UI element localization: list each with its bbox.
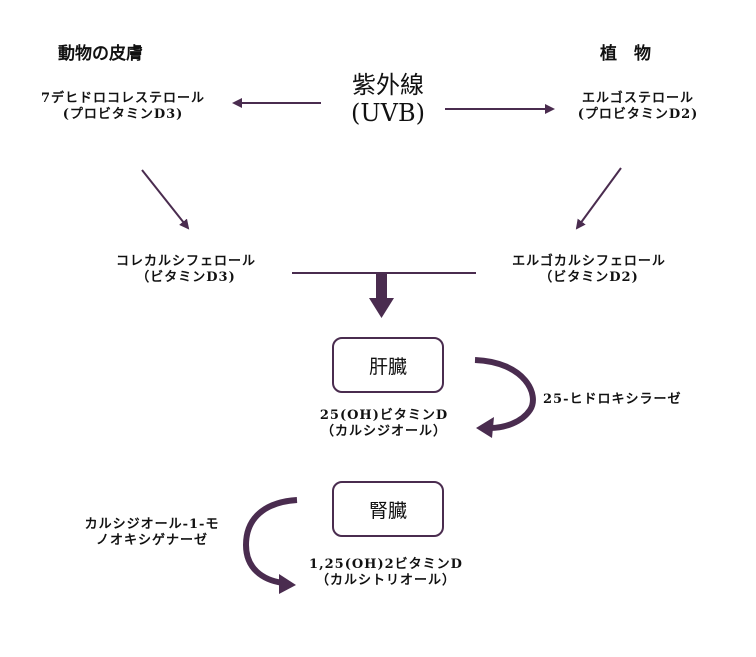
provitamin-d3-label: 7デヒドロコレステロール (プロビタミンD3) <box>24 91 222 124</box>
uvb-source-label: 紫外線 (UVB) <box>338 71 438 127</box>
header-plants: 植 物 <box>600 44 651 64</box>
vitamin-d2-name: エルゴカルシフェロール <box>512 254 666 269</box>
kidney-enzyme-line2: ノオキシゲナーゼ <box>95 533 208 549</box>
kidney-product-label: 1,25(OH)2ビタミンD （カルシトリオール） <box>296 557 476 590</box>
liver-product-label: 25(OH)ビタミンD （カルシジオール） <box>304 408 464 441</box>
kidney-box: 腎臓 <box>332 481 444 537</box>
vitamin-d2-label: エルゴカルシフェロール （ビタミンD2) <box>500 254 678 287</box>
provitamin-d3-sub: (プロビタミンD3) <box>62 107 184 123</box>
kidney-label: 腎臓 <box>368 499 407 522</box>
uvb-line1: 紫外線 <box>352 71 424 99</box>
vitamin-d3-sub: （ビタミンD3) <box>136 270 236 286</box>
vitamin-d3-label: コレカルシフェロール （ビタミンD3) <box>96 254 276 287</box>
arrow-provitamin-d2-to-vitamin-d2 <box>575 167 622 230</box>
vitamin-d3-name: コレカルシフェロール <box>115 254 256 269</box>
provitamin-d2-sub: (プロビタミンD2) <box>577 107 699 123</box>
calcidiol-name: 25(OH)ビタミンD <box>319 408 449 423</box>
calcidiol-sub: （カルシジオール） <box>320 424 447 440</box>
provitamin-d3-name: 7デヒドロコレステロール <box>40 91 206 106</box>
header-animal-skin: 動物の皮膚 <box>58 44 143 64</box>
calcitriol-sub: （カルシトリオール） <box>315 573 456 589</box>
vitamin-d2-sub: （ビタミンD2) <box>539 270 639 286</box>
liver-box: 肝臓 <box>332 337 444 393</box>
kidney-enzyme-line1: カルシジオール-1-モ <box>84 517 220 532</box>
uvb-line2: (UVB) <box>351 98 425 127</box>
liver-label: 肝臓 <box>368 355 407 378</box>
curved-arrow-kidney <box>242 497 298 594</box>
arrow-provitamin-d3-to-vitamin-d3 <box>141 169 190 230</box>
provitamin-d2-name: エルゴステロール <box>581 91 694 106</box>
kidney-enzyme-label: カルシジオール-1-モ ノオキシゲナーゼ <box>62 517 242 550</box>
liver-enzyme-label: 25-ヒドロキシラーゼ <box>543 392 682 407</box>
arrow-to-liver <box>369 274 394 318</box>
provitamin-d2-label: エルゴステロール (プロビタミンD2) <box>568 91 708 124</box>
curved-arrow-liver <box>474 357 536 438</box>
calcitriol-name: 1,25(OH)2ビタミンD <box>309 557 463 572</box>
